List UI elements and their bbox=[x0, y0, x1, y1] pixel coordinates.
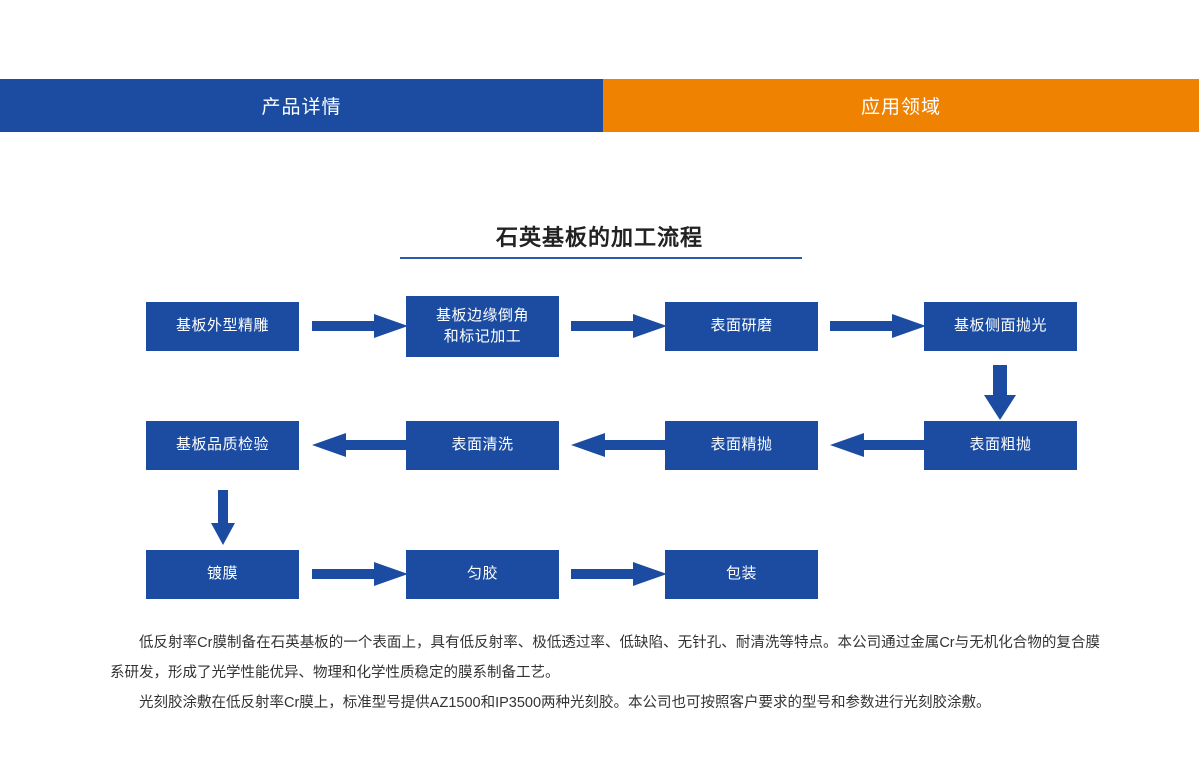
flow-node-coating[interactable]: 镀膜 bbox=[146, 550, 299, 599]
flow-arrow-right-5 bbox=[571, 561, 667, 587]
flow-node-label: 匀胶 bbox=[466, 565, 498, 583]
flow-arrow-right-3 bbox=[830, 313, 926, 339]
paragraph-cr-film: 低反射率Cr膜制备在石英基板的一个表面上，具有低反射率、极低透过率、低缺陷、无针… bbox=[110, 635, 1100, 681]
tab-product-detail[interactable]: 产品详情 bbox=[0, 79, 603, 132]
flow-node-fine-polishing[interactable]: 表面精抛 bbox=[665, 421, 818, 470]
flow-arrow-right-2 bbox=[571, 313, 667, 339]
flow-arrow-down-left bbox=[206, 490, 240, 545]
flow-node-label: 表面清洗 bbox=[451, 436, 514, 454]
paragraph-photoresist: 光刻胶涂敷在低反射率Cr膜上，标准型号提供AZ1500和IP3500两种光刻胶。… bbox=[139, 695, 991, 711]
flow-arrow-right-4 bbox=[312, 561, 408, 587]
flow-node-packaging[interactable]: 包装 bbox=[665, 550, 818, 599]
tab-application-field[interactable]: 应用领域 bbox=[603, 79, 1199, 132]
flow-node-label-line1: 基板边缘倒角 bbox=[435, 307, 529, 325]
flow-node-label: 表面精抛 bbox=[710, 436, 773, 454]
flow-node-label: 包装 bbox=[725, 565, 757, 583]
flow-arrow-down-right bbox=[983, 365, 1017, 420]
flow-node-label: 基板品质检验 bbox=[175, 436, 269, 454]
flow-arrow-left-2 bbox=[571, 432, 667, 458]
tab-application-field-label: 应用领域 bbox=[860, 97, 941, 118]
flow-node-resist-coating[interactable]: 匀胶 bbox=[406, 550, 559, 599]
flow-arrow-left-1 bbox=[830, 432, 926, 458]
flow-node-label: 基板外型精雕 bbox=[175, 317, 269, 335]
description-paragraphs: 低反射率Cr膜制备在石英基板的一个表面上，具有低反射率、极低透过率、低缺陷、无针… bbox=[110, 628, 1100, 718]
flow-node-quality-inspection[interactable]: 基板品质检验 bbox=[146, 421, 299, 470]
section-title: 石英基板的加工流程 bbox=[495, 225, 703, 250]
flow-arrow-left-3 bbox=[312, 432, 408, 458]
flow-node-surface-cleaning[interactable]: 表面清洗 bbox=[406, 421, 559, 470]
flow-node-label: 基板侧面抛光 bbox=[953, 317, 1047, 335]
tab-product-detail-label: 产品详情 bbox=[261, 97, 342, 118]
flow-node-label-line2: 和标记加工 bbox=[443, 327, 522, 345]
section-title-underline bbox=[400, 257, 802, 259]
flow-node-label: 镀膜 bbox=[206, 565, 238, 583]
flow-node-surface-grinding[interactable]: 表面研磨 bbox=[665, 302, 818, 351]
flow-arrow-right-1 bbox=[312, 313, 408, 339]
flow-node-side-polishing[interactable]: 基板侧面抛光 bbox=[924, 302, 1077, 351]
flow-node-rough-polishing[interactable]: 表面粗抛 bbox=[924, 421, 1077, 470]
flow-node-edge-chamfer-marking[interactable]: 基板边缘倒角 和标记加工 bbox=[406, 296, 559, 357]
flow-node-label: 表面粗抛 bbox=[969, 436, 1032, 454]
tab-bar: 产品详情 应用领域 bbox=[0, 79, 1199, 132]
flow-node-substrate-shaping[interactable]: 基板外型精雕 bbox=[146, 302, 299, 351]
flow-node-label: 表面研磨 bbox=[710, 317, 773, 335]
